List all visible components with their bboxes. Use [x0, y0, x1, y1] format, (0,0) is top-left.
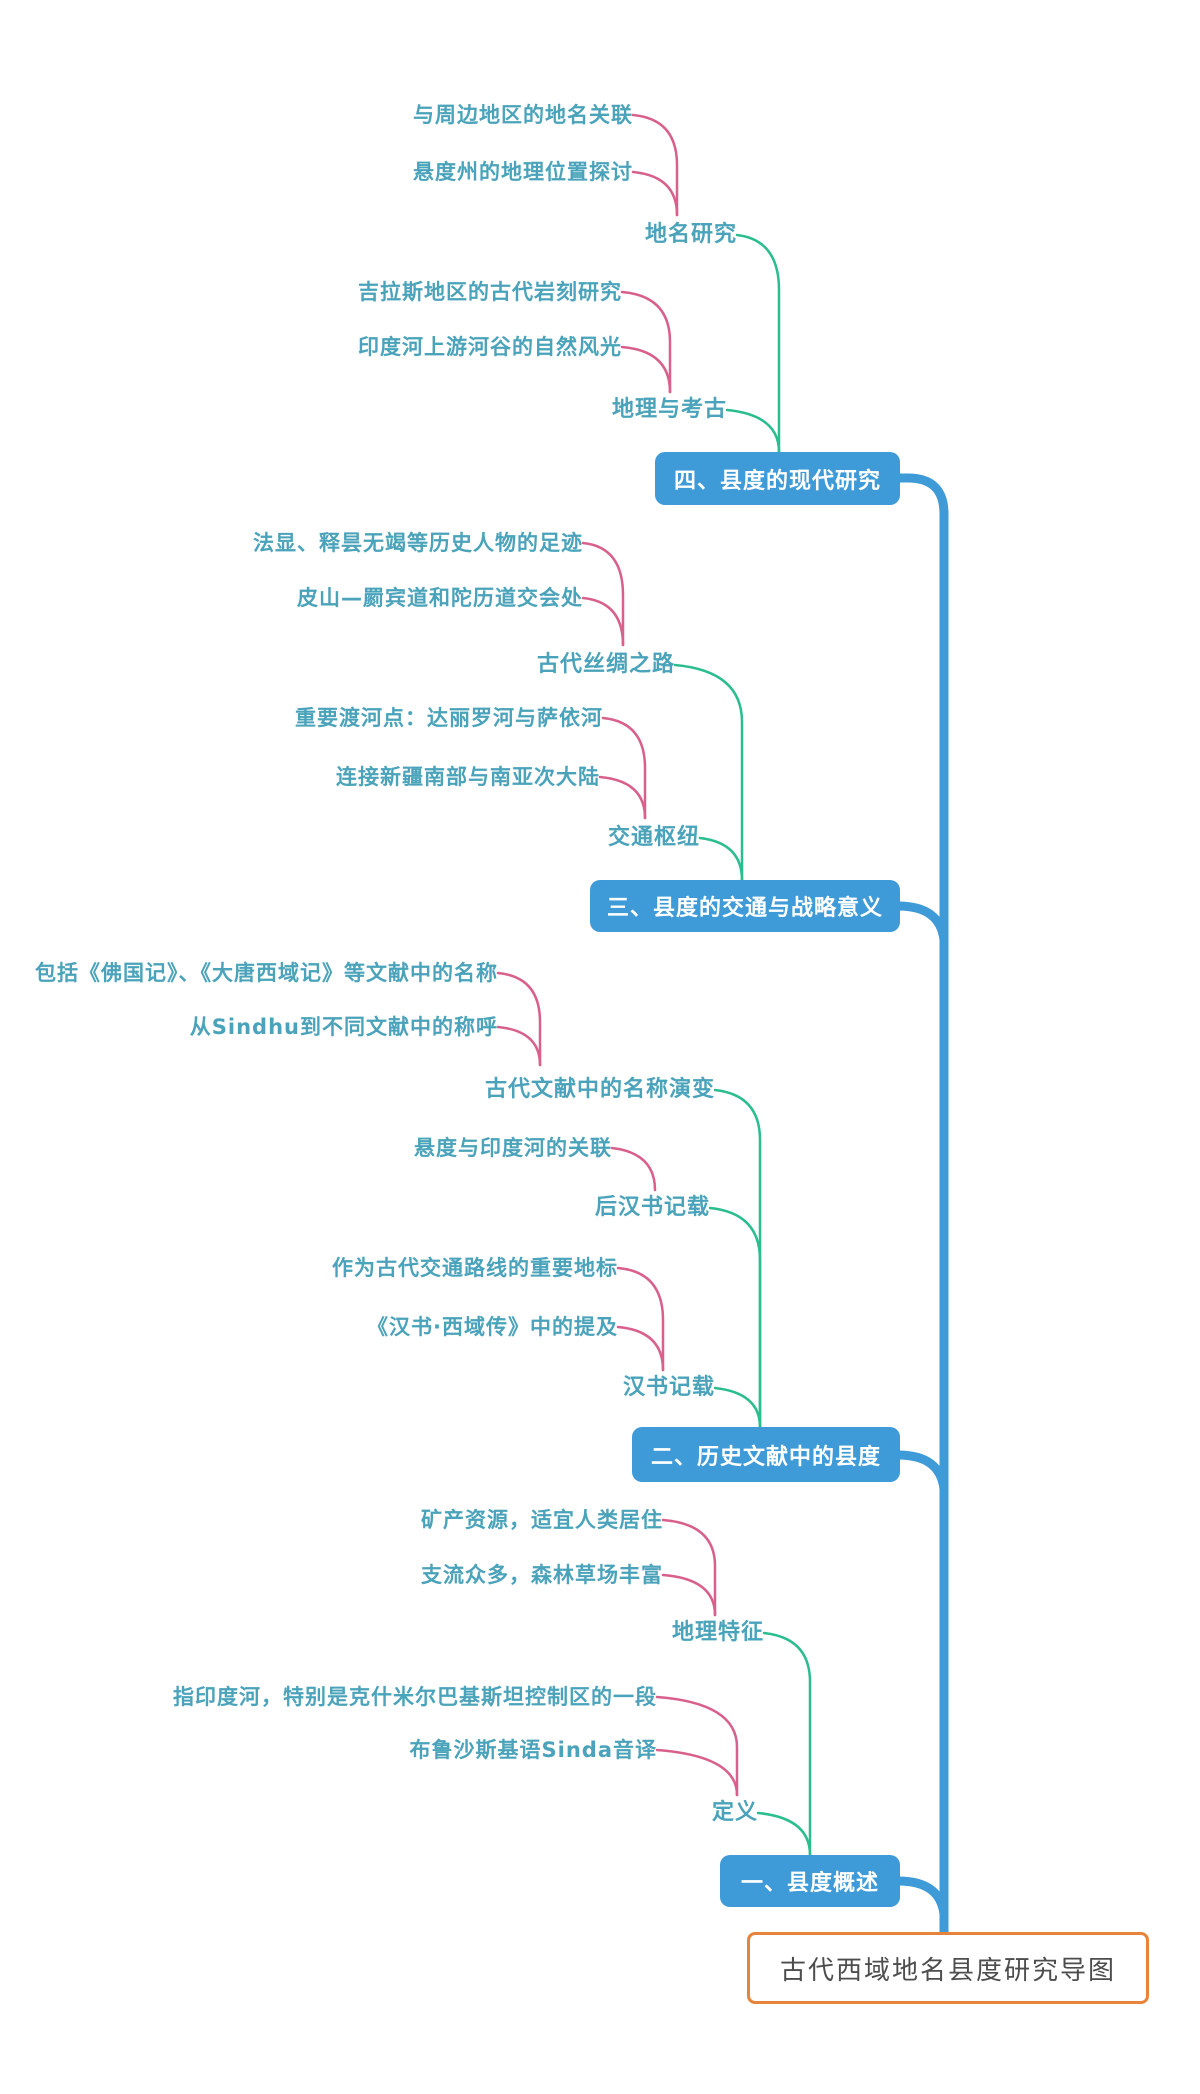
- leaf-node[interactable]: 悬度与印度河的关联: [414, 1136, 612, 1160]
- leaf-curve: [620, 290, 672, 394]
- branch1-connector: [893, 1876, 949, 1919]
- root-node[interactable]: 古代西域地名县度研究导图: [747, 1932, 1149, 2004]
- subtopic-node[interactable]: 定义: [711, 1800, 758, 1825]
- branch-box[interactable]: 一、县度概述: [720, 1855, 900, 1907]
- subtopic-curve: [713, 1088, 762, 1429]
- subtopic-curve: [713, 1386, 762, 1429]
- leaf-curve: [631, 170, 679, 217]
- subtopic-node[interactable]: 地理与考古: [611, 397, 727, 422]
- leaf-curve: [581, 596, 625, 647]
- leaf-node[interactable]: 吉拉斯地区的古代岩刻研究: [358, 280, 622, 304]
- leaf-node[interactable]: 悬度州的地理位置探讨: [413, 160, 633, 184]
- branch3-connector: [893, 901, 949, 945]
- leaf-curve: [655, 1748, 739, 1797]
- branch-box[interactable]: 四、县度的现代研究: [655, 452, 900, 505]
- leaf-node[interactable]: 连接新疆南部与南亚次大陆: [336, 765, 600, 789]
- leaf-node[interactable]: 指印度河，特别是克什米尔巴基斯坦控制区的一段: [173, 1685, 657, 1709]
- subtopic-curve: [673, 663, 744, 882]
- subtopic-node[interactable]: 交通枢纽: [607, 825, 700, 850]
- branch-box[interactable]: 二、历史文献中的县度: [632, 1427, 900, 1482]
- leaf-node[interactable]: 矿产资源，适宜人类居住: [421, 1508, 663, 1532]
- subtopic-curve: [698, 836, 744, 882]
- leaf-node[interactable]: 印度河上游河谷的自然风光: [358, 335, 622, 359]
- leaf-node[interactable]: 支流众多，森林草场丰富: [421, 1563, 663, 1587]
- leaf-node[interactable]: 从Sindhu到不同文献中的称呼: [189, 1015, 498, 1039]
- leaf-curve: [598, 775, 647, 820]
- subtopic-node[interactable]: 后汉书记载: [594, 1195, 710, 1220]
- leaf-node[interactable]: 布鲁沙斯基语Sinda音译: [409, 1738, 657, 1762]
- subtopic-node[interactable]: 古代丝绸之路: [536, 652, 675, 677]
- leaf-node[interactable]: 法显、释昙无竭等历史人物的足迹: [253, 531, 583, 555]
- subtopic-curve: [708, 1206, 762, 1429]
- subtopic-curve: [762, 1631, 812, 1857]
- leaf-curve: [601, 716, 647, 820]
- leaf-curve: [496, 971, 542, 1067]
- leaf-curve: [661, 1573, 717, 1617]
- trunk-line: [893, 473, 949, 1937]
- leaf-node[interactable]: 皮山—罽宾道和陀历道交会处: [297, 586, 583, 610]
- leaf-curve: [616, 1325, 665, 1372]
- leaf-curve: [655, 1695, 739, 1797]
- leaf-node[interactable]: 《汉书·西域传》中的提及: [367, 1315, 618, 1339]
- subtopic-node[interactable]: 地名研究: [644, 222, 737, 247]
- leaf-node[interactable]: 与周边地区的地名关联: [413, 103, 633, 127]
- subtopic-curve: [735, 233, 781, 454]
- leaf-curve: [661, 1518, 717, 1617]
- branch-box[interactable]: 三、县度的交通与战略意义: [590, 880, 900, 932]
- subtopic-curve: [756, 1811, 812, 1857]
- leaf-node[interactable]: 包括《佛国记》、《大唐西域记》等文献中的名称: [35, 961, 498, 985]
- leaf-node[interactable]: 重要渡河点：达丽罗河与萨依河: [295, 706, 603, 730]
- subtopic-node[interactable]: 地理特征: [671, 1620, 764, 1645]
- leaf-curve: [496, 1025, 542, 1067]
- leaf-curve: [620, 345, 672, 394]
- branch2-connector: [893, 1450, 949, 1494]
- leaf-curve: [610, 1146, 657, 1192]
- leaf-curve: [581, 541, 625, 647]
- subtopic-node[interactable]: 汉书记载: [622, 1375, 715, 1400]
- leaf-curve: [631, 113, 679, 217]
- leaf-node[interactable]: 作为古代交通路线的重要地标: [332, 1256, 618, 1280]
- subtopic-curve: [725, 408, 781, 454]
- subtopic-node[interactable]: 古代文献中的名称演变: [484, 1077, 715, 1102]
- leaf-curve: [616, 1266, 665, 1372]
